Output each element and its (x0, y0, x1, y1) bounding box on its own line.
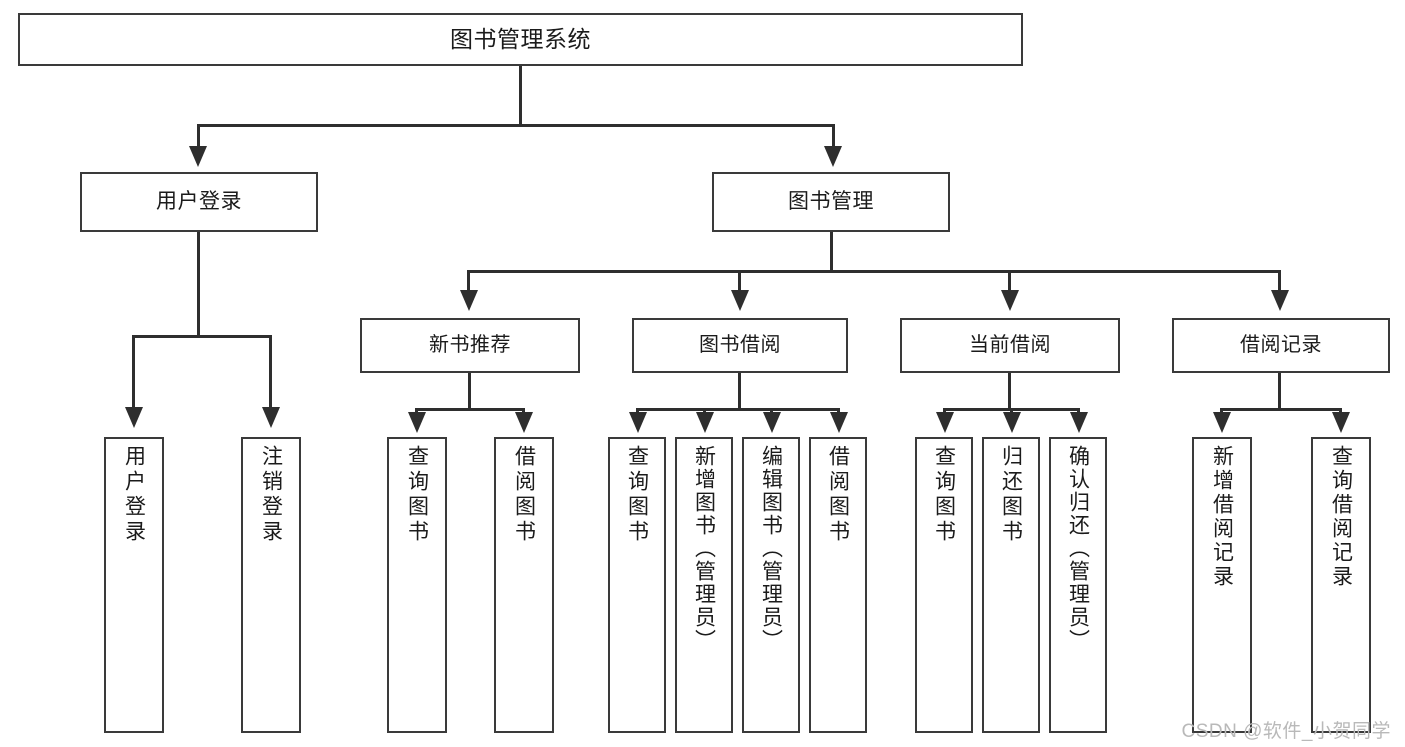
leaf-label: 新增借阅记录 (1210, 445, 1234, 589)
arrow-book-borrow-leaf-3 (763, 412, 781, 433)
connector-new-book-bus (415, 408, 525, 411)
connector-user-login-stem (197, 232, 200, 337)
connector-book-mgmt-to-borrow (738, 270, 741, 292)
leaf-label: 新增图书（管理员） (692, 445, 716, 652)
arrow-book-borrow-leaf-1 (629, 412, 647, 433)
leaf-label: 借阅图书 (512, 445, 536, 545)
leaf-label: 查询图书 (405, 445, 429, 545)
connector-user-login-leaf-2 (269, 335, 272, 410)
arrow-book-mgmt-to-borrow (731, 290, 749, 311)
leaf-book-borrow-add[interactable]: 新增图书（管理员） (675, 437, 733, 733)
node-book-management[interactable]: 图书管理 (712, 172, 950, 232)
leaf-user-login-logout[interactable]: 注销登录 (241, 437, 301, 733)
arrow-current-borrow-leaf-3 (1070, 412, 1088, 433)
connector-book-borrow-bus (636, 408, 839, 411)
leaf-label: 用户登录 (122, 445, 146, 545)
node-label: 用户登录 (156, 189, 242, 213)
connector-book-borrow-stem (738, 373, 741, 411)
connector-root-to-user-login (197, 124, 200, 149)
connector-borrow-record-bus (1220, 408, 1342, 411)
arrow-book-mgmt-to-current (1001, 290, 1019, 311)
arrow-root-to-user-login (189, 146, 207, 167)
arrow-current-borrow-leaf-2 (1003, 412, 1021, 433)
node-current-borrow[interactable]: 当前借阅 (900, 318, 1120, 373)
arrow-new-book-leaf-1 (408, 412, 426, 433)
connector-book-mgmt-stem (830, 232, 833, 272)
connector-book-mgmt-to-new-book (467, 270, 470, 292)
arrow-current-borrow-leaf-1 (936, 412, 954, 433)
leaf-label: 注销登录 (259, 445, 283, 545)
arrow-book-mgmt-to-record (1271, 290, 1289, 311)
connector-user-login-leaf-1 (132, 335, 135, 410)
leaf-book-borrow-edit[interactable]: 编辑图书（管理员） (742, 437, 800, 733)
node-label: 图书借阅 (699, 334, 781, 356)
leaf-label: 确认归还（管理员） (1066, 445, 1090, 652)
leaf-current-borrow-query[interactable]: 查询图书 (915, 437, 973, 733)
node-label: 当前借阅 (969, 334, 1051, 356)
leaf-label: 查询图书 (932, 445, 956, 545)
connector-borrow-record-stem (1278, 373, 1281, 411)
connector-book-mgmt-to-record (1278, 270, 1281, 292)
leaf-label: 查询借阅记录 (1329, 445, 1353, 589)
node-label: 图书管理系统 (450, 26, 591, 53)
connector-root-bus (197, 124, 835, 127)
connector-root-stem (519, 66, 522, 126)
arrow-book-mgmt-to-new-book (460, 290, 478, 311)
leaf-label: 借阅图书 (826, 445, 850, 545)
leaf-label: 归还图书 (999, 445, 1023, 545)
node-label: 图书管理 (788, 189, 874, 213)
leaf-label: 查询图书 (625, 445, 649, 545)
leaf-new-book-borrow[interactable]: 借阅图书 (494, 437, 554, 733)
leaf-new-book-query[interactable]: 查询图书 (387, 437, 447, 733)
node-new-book-recommend[interactable]: 新书推荐 (360, 318, 580, 373)
arrow-borrow-record-leaf-2 (1332, 412, 1350, 433)
arrow-user-login-leaf-2 (262, 407, 280, 428)
connector-new-book-stem (468, 373, 471, 411)
leaf-current-borrow-return[interactable]: 归还图书 (982, 437, 1040, 733)
node-root-system[interactable]: 图书管理系统 (18, 13, 1023, 66)
node-label: 借阅记录 (1240, 334, 1322, 356)
leaf-borrow-record-add[interactable]: 新增借阅记录 (1192, 437, 1252, 733)
node-borrow-record[interactable]: 借阅记录 (1172, 318, 1390, 373)
leaf-borrow-record-query[interactable]: 查询借阅记录 (1311, 437, 1371, 733)
connector-root-to-book-mgmt (832, 124, 835, 149)
leaf-user-login-login[interactable]: 用户登录 (104, 437, 164, 733)
node-book-borrow[interactable]: 图书借阅 (632, 318, 848, 373)
leaf-label: 编辑图书（管理员） (759, 445, 783, 652)
arrow-borrow-record-leaf-1 (1213, 412, 1231, 433)
connector-current-borrow-stem (1008, 373, 1011, 411)
leaf-book-borrow-query[interactable]: 查询图书 (608, 437, 666, 733)
arrow-new-book-leaf-2 (515, 412, 533, 433)
connector-book-mgmt-bus (467, 270, 1281, 273)
connector-book-mgmt-to-current (1008, 270, 1011, 292)
leaf-book-borrow-borrow[interactable]: 借阅图书 (809, 437, 867, 733)
arrow-book-borrow-leaf-4 (830, 412, 848, 433)
arrow-root-to-book-mgmt (824, 146, 842, 167)
arrow-user-login-leaf-1 (125, 407, 143, 428)
leaf-current-borrow-confirm-return[interactable]: 确认归还（管理员） (1049, 437, 1107, 733)
node-label: 新书推荐 (429, 334, 511, 356)
arrow-book-borrow-leaf-2 (696, 412, 714, 433)
connector-user-login-bus (132, 335, 272, 338)
node-user-login[interactable]: 用户登录 (80, 172, 318, 232)
